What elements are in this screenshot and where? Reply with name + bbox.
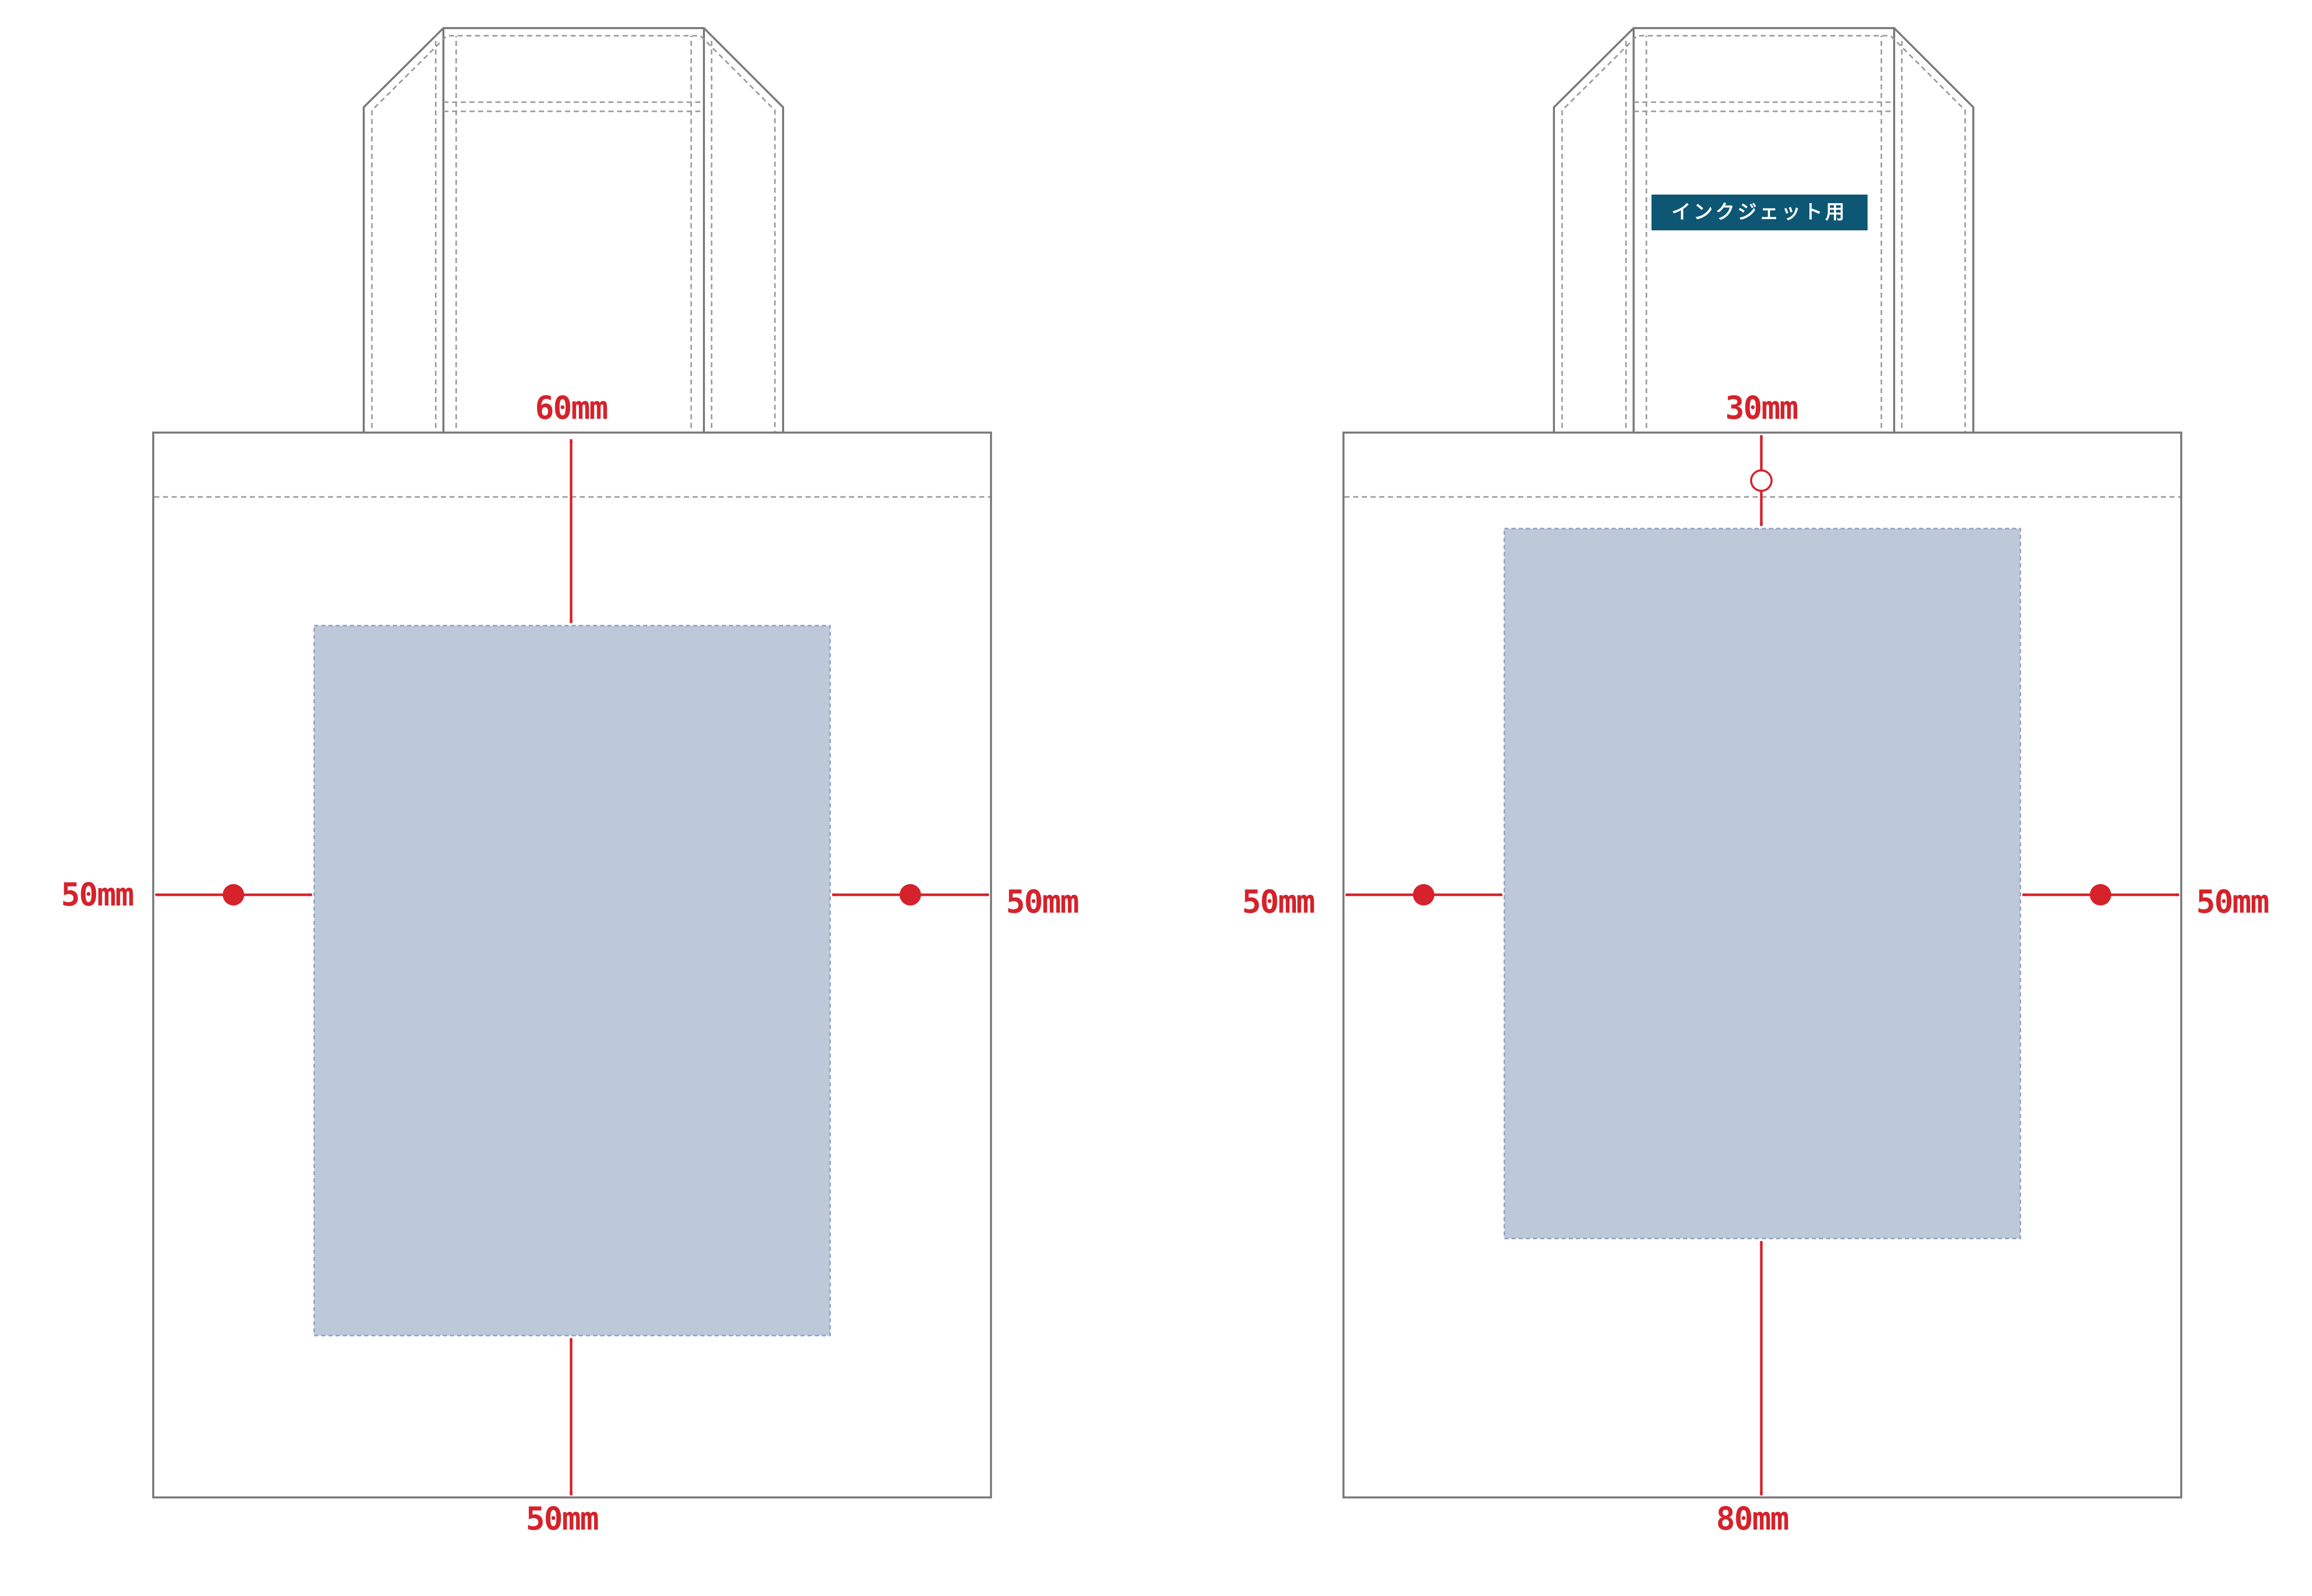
badge-background [1652,195,1868,230]
inkjet-print-badge: インクジェット用 [1652,195,1868,230]
top-margin-label: 60mm [535,389,607,426]
right-margin-label: 50mm [1006,883,1078,920]
right-margin-label: 50mm [2196,883,2268,920]
dimension-bottom: 80mm [1716,1241,1789,1537]
left-dimension-dot [1413,884,1434,906]
print-area [313,625,831,1337]
tote-bag-left: 60mm 50mm 50mm 50mm [61,27,1079,1537]
dimension-top: 60mm [535,389,608,624]
dimension-bottom: 50mm [526,1338,599,1537]
right-dimension-dot [2090,884,2111,906]
handle-stitching [364,35,783,441]
dimension-left: 50mm [1242,883,1503,920]
dimension-top: 30mm [1725,389,1799,527]
left-margin-label: 50mm [1242,883,1314,920]
right-dimension-dot [900,884,921,906]
left-dimension-dot [223,884,244,906]
bottom-margin-label: 80mm [1716,1500,1788,1537]
top-margin-label: 30mm [1725,389,1797,426]
bag-handles [363,27,784,437]
bottom-margin-label: 50mm [526,1500,598,1537]
dimension-right: 50mm [2022,883,2270,920]
dimension-right: 50mm [832,883,1079,920]
bag-handles [1553,27,1974,437]
top-dimension-ring [1750,469,1773,492]
print-area [1503,528,2021,1240]
dimension-left: 50mm [61,876,313,913]
left-margin-label: 50mm [61,876,133,913]
handle-stitching [1554,35,1973,441]
badge-label: インクジェット用 [1671,201,1847,223]
tote-bag-right: インクジェット用 30mm 80mm 50mm 50mm [1242,27,2270,1537]
